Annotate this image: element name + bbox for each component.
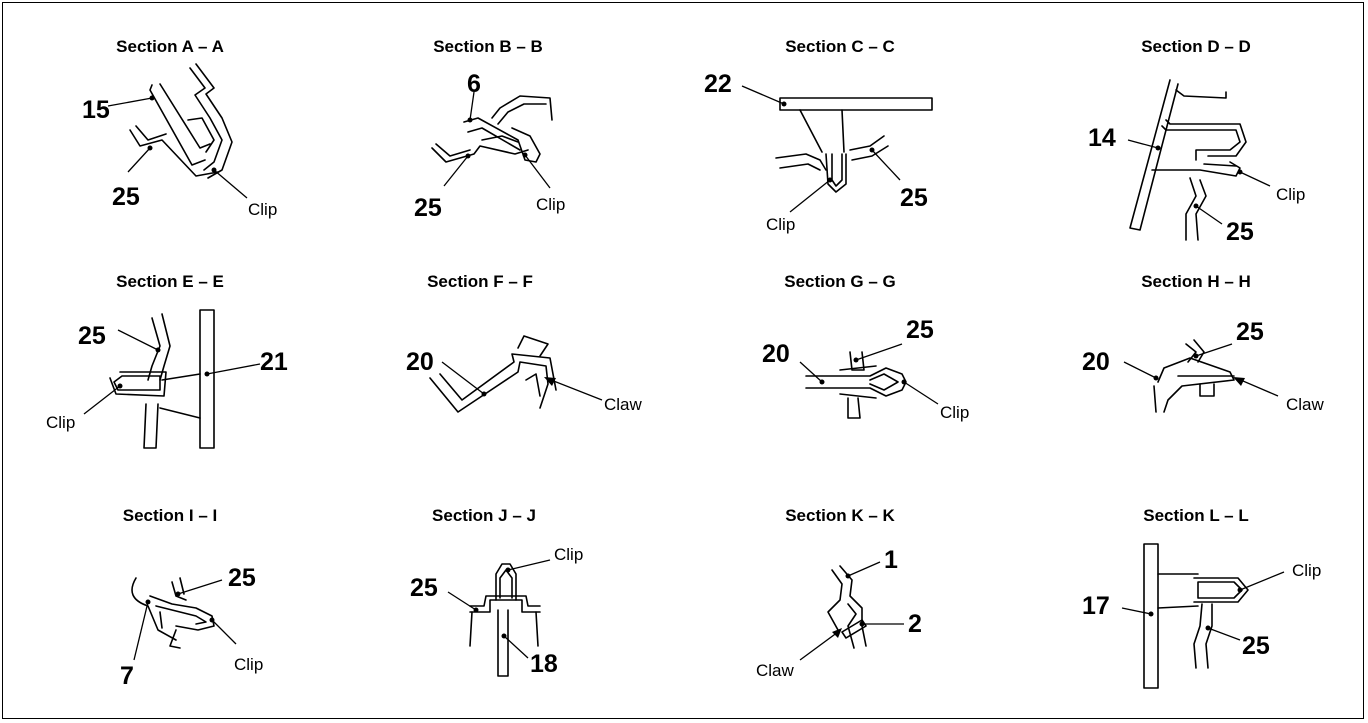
section-i: Section I – I 25 Clip 7 bbox=[120, 506, 263, 690]
section-e-drawing bbox=[109, 309, 215, 449]
section-j-title: Section J – J bbox=[432, 506, 536, 525]
section-l-title: Section L – L bbox=[1143, 506, 1249, 525]
label-claw: Claw bbox=[604, 395, 643, 414]
label-25: 25 bbox=[1242, 632, 1270, 660]
label-clip: Clip bbox=[248, 200, 277, 219]
label-25: 25 bbox=[410, 574, 438, 602]
label-25: 25 bbox=[906, 316, 934, 344]
label-1: 1 bbox=[884, 546, 898, 574]
label-clip: Clip bbox=[766, 215, 795, 234]
section-d-title: Section D – D bbox=[1141, 37, 1251, 56]
label-25: 25 bbox=[1226, 218, 1254, 246]
label-clip: Clip bbox=[940, 403, 969, 422]
label-14: 14 bbox=[1088, 124, 1116, 152]
section-e: Section E – E 25 21 Clip bbox=[46, 272, 288, 449]
section-g: Section G – G 25 20 Clip bbox=[762, 272, 969, 422]
section-a: Section A – A 15 25 Clip bbox=[82, 37, 277, 219]
section-b-title: Section B – B bbox=[433, 37, 543, 56]
label-clip: Clip bbox=[554, 545, 583, 564]
section-k-title: Section K – K bbox=[785, 506, 895, 525]
section-a-drawing bbox=[129, 63, 233, 179]
section-c-drawing bbox=[775, 97, 933, 193]
label-clip: Clip bbox=[1276, 185, 1305, 204]
label-2: 2 bbox=[908, 610, 922, 638]
section-c-title: Section C – C bbox=[785, 37, 895, 56]
section-g-title: Section G – G bbox=[784, 272, 895, 291]
label-clip: Clip bbox=[46, 413, 75, 432]
label-15: 15 bbox=[82, 96, 110, 124]
section-f-drawing bbox=[429, 335, 557, 413]
section-e-title: Section E – E bbox=[116, 272, 224, 291]
label-claw: Claw bbox=[756, 661, 795, 680]
section-j: Section J – J Clip 25 18 bbox=[410, 506, 583, 678]
section-b: Section B – B 6 25 Clip bbox=[414, 37, 565, 222]
label-25: 25 bbox=[228, 564, 256, 592]
section-i-drawing bbox=[131, 577, 215, 649]
label-25: 25 bbox=[78, 322, 106, 350]
section-l-drawing bbox=[1143, 543, 1249, 689]
label-20: 20 bbox=[1082, 348, 1110, 376]
section-k-drawing bbox=[827, 565, 867, 649]
label-20: 20 bbox=[762, 340, 790, 368]
label-25: 25 bbox=[1236, 318, 1264, 346]
section-h: Section H – H 25 20 Claw bbox=[1082, 272, 1325, 414]
label-6: 6 bbox=[467, 70, 481, 98]
section-c: Section C – C 22 25 Clip bbox=[704, 37, 933, 234]
label-17: 17 bbox=[1082, 592, 1110, 620]
section-h-drawing bbox=[1153, 339, 1235, 413]
section-b-drawing bbox=[431, 95, 553, 163]
section-d-drawing bbox=[1129, 79, 1247, 241]
label-clip: Clip bbox=[536, 195, 565, 214]
label-25: 25 bbox=[112, 183, 140, 211]
label-clip: Clip bbox=[234, 655, 263, 674]
label-clip: Clip bbox=[1292, 561, 1321, 580]
section-d: Section D – D 14 Clip 25 bbox=[1088, 37, 1305, 246]
label-claw: Claw bbox=[1286, 395, 1325, 414]
section-f: Section F – F 20 Claw bbox=[406, 272, 643, 414]
label-18: 18 bbox=[530, 650, 558, 678]
section-k: Section K – K 1 2 Claw bbox=[756, 506, 922, 680]
label-22: 22 bbox=[704, 70, 732, 98]
section-i-title: Section I – I bbox=[123, 506, 217, 525]
section-h-title: Section H – H bbox=[1141, 272, 1251, 291]
section-f-title: Section F – F bbox=[427, 272, 533, 291]
section-a-title: Section A – A bbox=[116, 37, 224, 56]
label-25: 25 bbox=[900, 184, 928, 212]
label-25: 25 bbox=[414, 194, 442, 222]
label-7: 7 bbox=[120, 662, 134, 690]
label-21: 21 bbox=[260, 348, 288, 376]
label-20: 20 bbox=[406, 348, 434, 376]
section-l: Section L – L Clip 17 25 bbox=[1082, 506, 1321, 689]
